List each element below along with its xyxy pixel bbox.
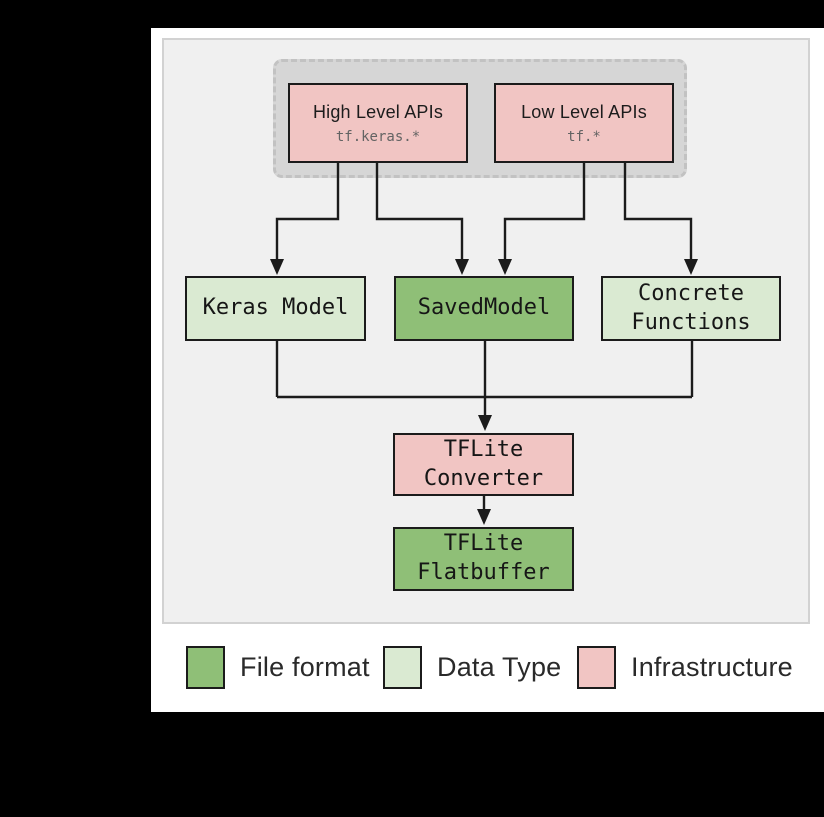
high-level-apis-code: tf.keras.* <box>335 128 421 145</box>
file-format-swatch <box>186 645 225 689</box>
node-tflite-converter: TFLite Converter <box>393 433 574 496</box>
node-keras-model: Keras Model <box>185 276 366 341</box>
concrete-functions-label: Concrete Functions <box>631 280 751 335</box>
diagram-card: High Level APIs tf.keras.* Low Level API… <box>151 28 824 712</box>
data-type-swatch <box>383 645 422 689</box>
low-level-apis-title: Low Level APIs <box>521 101 647 122</box>
node-low-level-apis: Low Level APIs tf.* <box>494 83 674 163</box>
legend-item-infrastructure: Infrastructure <box>577 645 793 689</box>
keras-model-label: Keras Model <box>202 295 349 321</box>
tflite-converter-label: TFLite Converter <box>423 436 544 491</box>
low-level-apis-code: tf.* <box>567 128 601 145</box>
file-format-label: File format <box>240 651 370 682</box>
node-tflite-flatbuffer: TFLite Flatbuffer <box>393 527 574 591</box>
node-concrete-functions: Concrete Functions <box>601 276 781 341</box>
data-type-label: Data Type <box>437 651 562 682</box>
infrastructure-label: Infrastructure <box>631 651 793 682</box>
node-saved-model: SavedModel <box>394 276 574 341</box>
legend-item-data-type: Data Type <box>383 645 561 689</box>
tflite-flatbuffer-label: TFLite Flatbuffer <box>417 531 550 585</box>
saved-model-label: SavedModel <box>417 295 551 321</box>
high-level-apis-title: High Level APIs <box>312 101 444 122</box>
infrastructure-swatch <box>577 645 616 689</box>
legend-item-file-format: File format <box>186 645 370 689</box>
node-high-level-apis: High Level APIs tf.keras.* <box>288 83 468 163</box>
